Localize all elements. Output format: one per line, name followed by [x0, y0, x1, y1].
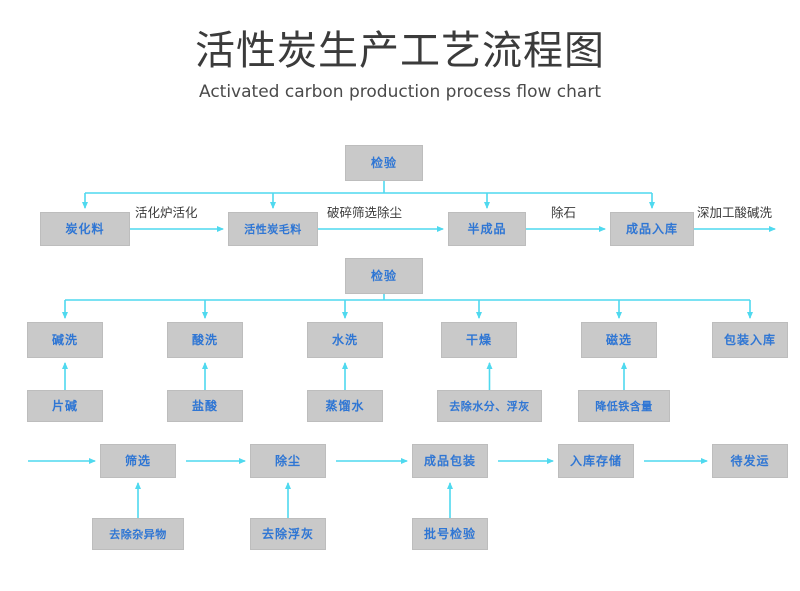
node-pianjian[interactable]: 片碱 [27, 390, 103, 422]
node-jiangditie[interactable]: 降低铁含量 [578, 390, 670, 422]
node-rukucunchu[interactable]: 入库存储 [558, 444, 634, 478]
node-zhengliushui[interactable]: 蒸馏水 [307, 390, 383, 422]
edge-label-chushi: 除石 [551, 205, 577, 220]
node-quchushuifen[interactable]: 去除水分、浮灰 [437, 390, 542, 422]
node-yansuan[interactable]: 盐酸 [167, 390, 243, 422]
node-shuixi[interactable]: 水洗 [307, 322, 383, 358]
node-daifayun[interactable]: 待发运 [712, 444, 788, 478]
node-shaixuan[interactable]: 筛选 [100, 444, 176, 478]
node-huoxingtanmaoliao[interactable]: 活性炭毛料 [228, 212, 318, 246]
node-chuchen[interactable]: 除尘 [250, 444, 326, 478]
node-jianxi[interactable]: 碱洗 [27, 322, 103, 358]
node-pihaojianyan[interactable]: 批号检验 [412, 518, 488, 550]
node-chengpinruku[interactable]: 成品入库 [610, 212, 694, 246]
node-jianyan_1[interactable]: 检验 [345, 145, 423, 181]
node-tanhualiao[interactable]: 炭化料 [40, 212, 130, 246]
node-chengpinbaozhuang[interactable]: 成品包装 [412, 444, 488, 478]
page-title: 活性炭生产工艺流程图 [195, 28, 605, 74]
edge-label-huohualuhuohua: 活化炉活化 [135, 205, 198, 220]
edge-label-posuishaixuan: 破碎筛选除尘 [327, 205, 403, 220]
node-jianyan_2[interactable]: 检验 [345, 258, 423, 294]
page-subtitle: Activated carbon production process flow… [198, 82, 601, 102]
edge-label-shenjiagong: 深加工酸碱洗 [697, 205, 773, 220]
node-suanxi[interactable]: 酸洗 [167, 322, 243, 358]
node-cixuan[interactable]: 磁选 [581, 322, 657, 358]
node-baozhuangruku[interactable]: 包装入库 [712, 322, 788, 358]
node-quchufuhui[interactable]: 去除浮灰 [250, 518, 326, 550]
node-quchuzayiwu[interactable]: 去除杂异物 [92, 518, 184, 550]
node-ganzao[interactable]: 干燥 [441, 322, 517, 358]
node-banchengpin[interactable]: 半成品 [448, 212, 526, 246]
